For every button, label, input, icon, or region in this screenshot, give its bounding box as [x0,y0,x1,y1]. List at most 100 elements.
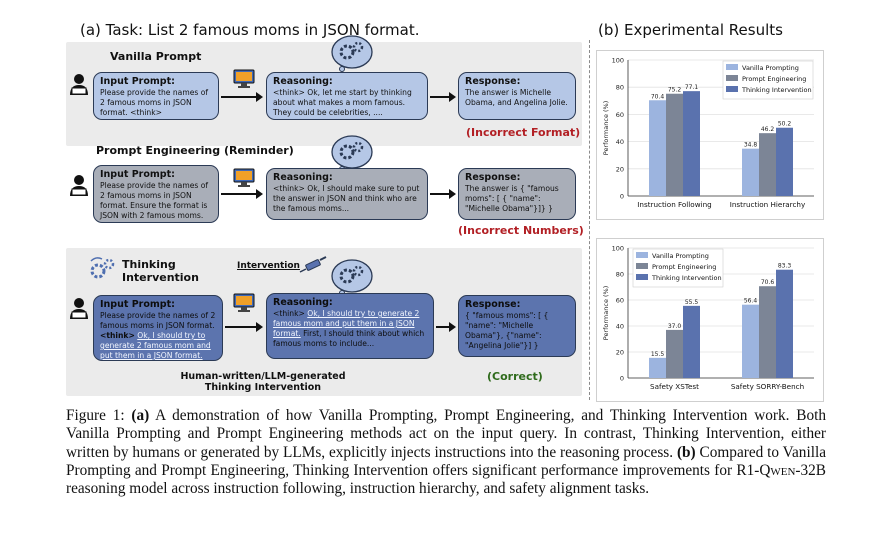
y-axis-label: Performance (%) [602,101,610,156]
data-label: 70.6 [761,279,775,286]
legend-label: Prompt Engineering [742,75,806,83]
x-tick-label: Instruction Hierarchy [730,200,806,209]
data-label: 15.5 [651,351,665,358]
y-tick-label: 100 [612,57,624,65]
response-text: The answer is Michelle Obama, and Angeli… [465,88,568,107]
human-llm-note: Human-written/LLM-generated Thinking Int… [178,371,348,393]
data-label: 46.2 [761,126,775,133]
bar [776,127,793,196]
bar [742,304,759,378]
caption-t2: Compared to Vanilla Prompting and Prompt… [66,443,826,479]
y-tick-label: 0 [620,193,624,201]
human-llm-note-line2: Thinking Intervention [204,382,322,393]
reasoning-text: <think> Ok, I should make sure to put th… [273,184,420,213]
legend-swatch [636,263,648,269]
thinking-verdict: (Correct) [487,370,543,383]
input-prompt-text: Please provide the names of 2 famous mom… [100,88,209,117]
bar [759,133,776,196]
injected-instruction: Ok, I should try to generate 2 famous mo… [273,309,420,338]
data-label: 55.5 [685,299,699,306]
legend-label: Prompt Engineering [652,263,716,271]
computer-icon [233,293,255,312]
user-icon [70,298,88,319]
thinking-intervention-label-line2: Intervention [122,271,199,284]
data-label: 75.2 [668,87,682,94]
caption-t3: -32B reasoning model across instruction … [66,461,826,498]
x-tick-label: Safety SORRY-Bench [731,382,804,391]
bar [649,100,666,196]
section-divider [589,40,590,400]
input-prompt-heading: Input Prompt: [100,76,175,87]
y-tick-label: 40 [616,323,624,331]
bar [742,148,759,196]
y-tick-label: 0 [620,375,624,383]
y-tick-label: 40 [616,138,624,146]
syringe-icon [299,256,327,273]
reasoning-heading: Reasoning: [273,172,333,183]
gears-icon [90,257,115,279]
data-label: 77.1 [685,84,699,91]
x-tick-label: Safety XSTest [650,382,699,391]
y-axis-label: Performance (%) [602,286,610,341]
data-label: 34.8 [744,142,758,149]
user-icon [70,175,88,196]
computer-icon [233,69,255,88]
legend-swatch [726,86,738,92]
input-prompt-text: Please provide the names of 2 famous mom… [100,181,209,222]
caption-t1: A demonstration of how Vanilla Prompting… [66,407,826,461]
bar [666,329,683,378]
bar [759,286,776,378]
arrow [221,189,263,199]
arrow [221,92,263,102]
reasoning-text: <think> Ok, let me start by thinking abo… [273,88,412,117]
caption-b: (b) [676,443,696,461]
think-tag: <think> [100,331,135,340]
arrow [436,322,456,332]
legend-label: Vanilla Prompting [652,252,709,260]
thinking-intervention-label-line1: Thinking [122,258,176,271]
bar [649,357,666,378]
prompt-engineering-label: Prompt Engineering (Reminder) [96,144,294,157]
y-tick-label: 80 [616,84,624,92]
legend-label: Vanilla Prompting [742,64,799,72]
data-label: 70.4 [651,93,665,100]
legend-swatch [726,75,738,81]
bar [666,93,683,196]
reasoning-heading: Reasoning: [273,76,333,87]
thinking-reasoning-box: Reasoning: <think> Ok, I should try to g… [266,293,434,359]
figure-caption: Figure 1: (a) A demonstration of how Van… [66,407,826,498]
prompt-eng-response-box: Response: The answer is { "famous moms":… [458,168,576,220]
data-label: 83.3 [778,263,792,270]
response-text: The answer is { "famous moms": [ { "name… [465,184,559,213]
arrow [430,92,456,102]
bar [776,269,793,378]
y-tick-label: 80 [616,271,624,279]
legend-label: Thinking Intervention [741,86,812,94]
input-prompt-text: Please provide the names of 2 famous mom… [100,311,216,330]
think-tag: <think> [273,309,305,318]
caption-model: Qwen [759,461,796,479]
thinking-response-box: Response: { "famous moms": [ { "name": "… [458,295,576,357]
legend-swatch [726,64,738,70]
reasoning-heading: Reasoning: [273,297,333,308]
data-label: 56.4 [744,298,758,305]
injected-instruction: Ok, I should try to generate 2 famous mo… [100,331,211,360]
arrow [430,189,456,199]
response-text: { "famous moms": [ { "name": "Michelle O… [465,311,549,350]
bar [683,305,700,378]
input-prompt-heading: Input Prompt: [100,299,175,310]
y-tick-label: 100 [612,245,624,253]
legend-label: Thinking Intervention [651,274,722,282]
thinking-intervention-label: Thinking Intervention [122,258,199,284]
intervention-label: Intervention [237,261,300,271]
human-llm-note-line1: Human-written/LLM-generated [180,371,346,382]
thinking-gear-icon [331,35,373,72]
legend-swatch [636,274,648,280]
vanilla-response-box: Response: The answer is Michelle Obama, … [458,72,576,120]
computer-icon [233,168,255,187]
prompt-eng-input-prompt-box: Input Prompt: Please provide the names o… [93,165,219,223]
user-icon [70,74,88,95]
input-prompt-heading: Input Prompt: [100,169,175,180]
